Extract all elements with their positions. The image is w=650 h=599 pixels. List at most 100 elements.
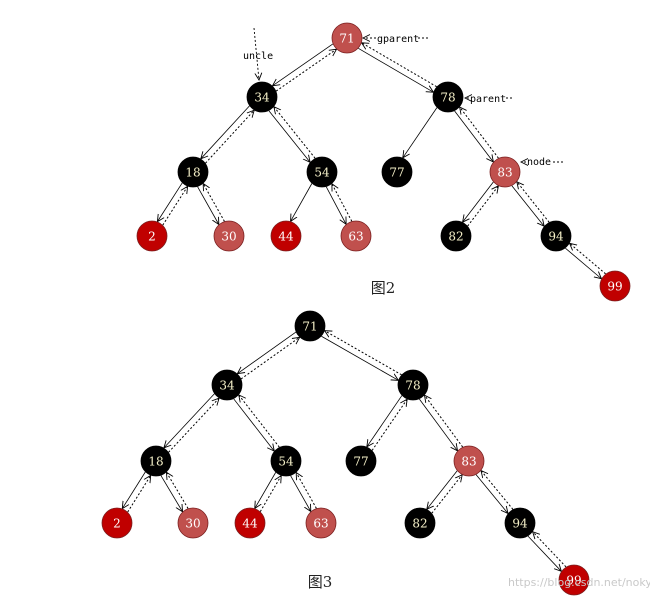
- tree-node-99: 99: [558, 564, 590, 596]
- tree-node-2: 2: [136, 220, 168, 252]
- node-circle: [381, 156, 413, 188]
- tree-node-34: 34: [211, 369, 243, 401]
- node-label: 99: [566, 574, 581, 588]
- node-label: 94: [548, 230, 564, 244]
- node-circle: [440, 220, 472, 252]
- tree-node-71: 71: [294, 310, 326, 342]
- edge-child-pointer: [237, 331, 297, 374]
- node-label: 34: [254, 91, 270, 105]
- tree-node-77: 77: [345, 445, 377, 477]
- annotation-pointer: [253, 27, 259, 80]
- edge-child-pointer: [290, 475, 311, 512]
- node-circle: [453, 445, 485, 477]
- figure3-nodes: 71 34 78 18 54 77 83 2 30 44 63 82 94 99: [101, 310, 590, 596]
- edge-parent-pointer: [332, 184, 353, 222]
- edge-parent-pointer: [460, 107, 499, 159]
- edge-child-pointer: [272, 43, 334, 86]
- tree-node-71: 71: [331, 22, 363, 54]
- tree-node-30: 30: [213, 220, 245, 252]
- node-circle: [270, 445, 302, 477]
- edge-parent-pointer: [371, 399, 407, 451]
- edge-parent-pointer: [168, 398, 220, 453]
- tree-node-99: 99: [599, 270, 631, 302]
- node-label: 83: [461, 455, 476, 469]
- node-circle: [504, 507, 536, 539]
- figure2-caption: 图2: [371, 279, 396, 297]
- node-circle: [177, 507, 209, 539]
- edge-child-pointer: [291, 183, 313, 222]
- edge-parent-pointer: [274, 107, 316, 159]
- edge-child-pointer: [157, 182, 183, 222]
- edge-parent-pointer: [517, 182, 550, 223]
- node-circle: [211, 369, 243, 401]
- edge-parent-pointer: [481, 471, 514, 510]
- edge-child-pointer: [527, 535, 561, 571]
- edge-child-pointer: [197, 186, 219, 225]
- edge-child-pointer: [160, 475, 183, 512]
- node-circle: [305, 507, 337, 539]
- node-circle: [340, 220, 372, 252]
- edge-parent-pointer: [275, 49, 336, 92]
- edge-child-pointer: [367, 395, 403, 447]
- tree-node-94: 94: [504, 507, 536, 539]
- node-label: 2: [113, 517, 121, 531]
- edge-parent-pointer: [205, 110, 255, 164]
- node-circle: [306, 156, 338, 188]
- node-circle: [101, 507, 133, 539]
- tree-node-18: 18: [177, 156, 209, 188]
- node-circle: [270, 220, 302, 252]
- edge-child-pointer: [427, 470, 458, 509]
- edge-child-pointer: [233, 398, 275, 451]
- edge-parent-pointer: [239, 395, 280, 448]
- edge-child-pointer: [164, 393, 215, 448]
- edge-child-pointer: [268, 110, 310, 163]
- annotation-uncle: uncle: [243, 51, 273, 62]
- tree-node-30: 30: [177, 507, 209, 539]
- figure2-annotations: gparent uncle parent node: [243, 27, 563, 168]
- edge-parent-pointer: [467, 186, 499, 227]
- edge-parent-pointer: [203, 184, 225, 222]
- node-label: 82: [412, 517, 427, 531]
- edge-child-pointer: [255, 472, 277, 508]
- figure3-caption: 图3: [308, 573, 333, 591]
- tree-node-83: 83: [489, 156, 521, 188]
- edge-child-pointer: [321, 335, 398, 380]
- tree-node-83: 83: [453, 445, 485, 477]
- node-circle: [432, 81, 464, 113]
- node-circle: [234, 507, 266, 539]
- figure3-edges: [122, 331, 567, 572]
- node-label: 18: [185, 166, 200, 180]
- tree-node-78: 78: [432, 81, 464, 113]
- node-circle: [397, 369, 429, 401]
- node-label: 18: [148, 455, 163, 469]
- edge-child-pointer: [565, 247, 601, 279]
- node-label: 83: [497, 166, 512, 180]
- tree-node-54: 54: [270, 445, 302, 477]
- edge-child-pointer: [454, 110, 494, 162]
- node-label: 2: [148, 230, 156, 244]
- node-label: 54: [278, 455, 294, 469]
- node-label: 30: [221, 230, 236, 244]
- edge-parent-pointer: [570, 243, 606, 275]
- node-label: 78: [440, 91, 455, 105]
- edge-parent-pointer: [162, 186, 188, 226]
- tree-node-94: 94: [540, 220, 572, 252]
- watermark: https://blog.csdn.net/noky: [508, 576, 650, 589]
- tree-node-44: 44: [234, 507, 266, 539]
- edge-child-pointer: [358, 47, 433, 92]
- node-label: 78: [405, 379, 420, 393]
- node-circle: [213, 220, 245, 252]
- node-label: 44: [278, 230, 294, 244]
- tree-node-18: 18: [140, 445, 172, 477]
- edge-child-pointer: [201, 105, 250, 159]
- node-circle: [177, 156, 209, 188]
- edge-parent-pointer: [240, 337, 300, 380]
- node-label: 71: [302, 320, 317, 334]
- tree-node-63: 63: [305, 507, 337, 539]
- edge-child-pointer: [475, 474, 508, 514]
- tree-node-34: 34: [246, 81, 278, 113]
- node-label: 94: [512, 517, 528, 531]
- edge-parent-pointer: [127, 475, 151, 513]
